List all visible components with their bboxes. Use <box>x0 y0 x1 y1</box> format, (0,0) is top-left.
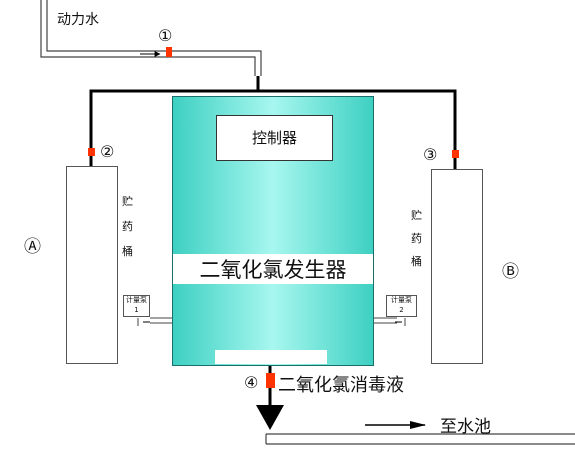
disinfectant-label: 二氧化氯消毒液 <box>278 375 404 396</box>
tank-a-letter: Ⓐ <box>24 237 41 257</box>
power-water-label: 动力水 <box>57 12 99 28</box>
pump-2-label: 计量泵 <box>391 296 412 304</box>
pool-pipe <box>265 421 575 445</box>
valve-2 <box>88 148 95 156</box>
tank-a-name-3: 桶 <box>122 245 133 258</box>
to-pool-label: 至水池 <box>440 417 491 437</box>
controller-box <box>216 115 333 161</box>
tank-a-name-2: 药 <box>122 220 133 233</box>
valve-4-label: ④ <box>244 373 259 392</box>
tank-a-name-1: 贮 <box>122 195 133 208</box>
metering-pump-2 <box>386 295 417 317</box>
flow-arrowhead-icon <box>410 421 426 429</box>
tank-b-name-3: 桶 <box>411 255 422 268</box>
valve-3 <box>452 150 459 158</box>
valve-1 <box>166 47 172 57</box>
valve-4 <box>266 373 275 388</box>
tank-b-name-1: 贮 <box>411 209 422 222</box>
pump-1-label: 计量泵 <box>126 296 147 304</box>
chlorine-dioxide-generator <box>172 96 374 366</box>
generator-label: 二氧化氯发生器 <box>173 254 373 284</box>
pump-1-number: 1 <box>134 306 139 314</box>
distribution-pipe <box>89 76 457 170</box>
tank-b-letter: Ⓑ <box>502 262 519 282</box>
down-arrow-icon <box>256 405 284 430</box>
metering-pump-1 <box>123 295 150 317</box>
pump-2-connector <box>374 317 406 326</box>
pump-2-number: 2 <box>399 306 404 314</box>
tank-a <box>66 166 118 364</box>
generator-outlet-panel <box>215 350 327 364</box>
valve-1-label: ① <box>158 26 173 45</box>
valve-3-label: ③ <box>423 145 438 164</box>
power-water-pipe <box>40 0 262 76</box>
tank-b-name-2: 药 <box>411 232 422 245</box>
valve-2-label: ② <box>100 142 115 161</box>
controller-label: 控制器 <box>251 129 297 147</box>
tank-b <box>431 169 483 364</box>
outlet-pipe <box>256 366 284 430</box>
pump-1-connector <box>137 317 172 326</box>
